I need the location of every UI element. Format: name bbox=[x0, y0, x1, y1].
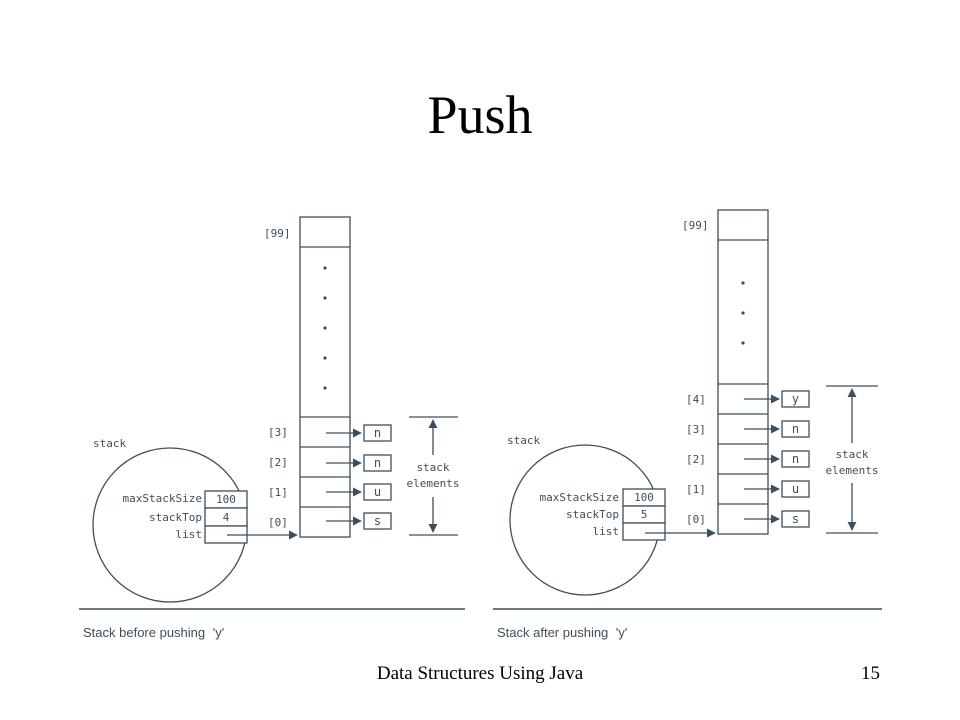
after-index-label: [3] bbox=[686, 423, 706, 436]
before-element-boxes bbox=[363, 424, 392, 530]
after-ellipsis-dot bbox=[741, 281, 745, 285]
before-index-label: [1] bbox=[268, 486, 288, 499]
after-element-arrows bbox=[744, 394, 780, 524]
before-element-box bbox=[363, 483, 392, 501]
after-panel: [99] [4] [3] [2] [1] [0] bbox=[493, 209, 882, 640]
before-caption: Stack before pushing 'y' bbox=[83, 625, 224, 640]
after-element-values: y n n u s bbox=[792, 392, 799, 526]
after-element-box bbox=[781, 390, 810, 408]
before-element-arrows bbox=[326, 428, 362, 526]
before-element-box bbox=[363, 512, 392, 530]
after-element-box bbox=[781, 420, 810, 438]
after-element-box bbox=[781, 480, 810, 498]
after-range-label: stack elements bbox=[826, 448, 879, 477]
before-field-value: 4 bbox=[223, 511, 230, 524]
after-range-label-line: stack bbox=[835, 448, 868, 461]
before-element-value: n bbox=[374, 456, 381, 470]
after-ellipsis-dot bbox=[741, 341, 745, 345]
before-ellipsis-dot bbox=[323, 266, 327, 270]
after-index-label: [4] bbox=[686, 393, 706, 406]
before-field-label: maxStackSize bbox=[123, 492, 202, 505]
after-ellipsis-dot bbox=[741, 311, 745, 315]
before-range-label-line: stack bbox=[416, 461, 449, 474]
after-element-value: n bbox=[792, 422, 799, 436]
before-ellipsis-dots bbox=[323, 266, 327, 390]
after-field-labels: maxStackSize stackTop list bbox=[540, 491, 619, 538]
before-ellipsis-dot bbox=[323, 296, 327, 300]
after-element-box bbox=[781, 450, 810, 468]
after-index-labels: [4] [3] [2] [1] [0] bbox=[686, 393, 706, 526]
before-index-label: [2] bbox=[268, 456, 288, 469]
before-range-label: stack elements bbox=[407, 461, 460, 490]
after-stack-label: stack bbox=[507, 434, 540, 447]
after-field-label: maxStackSize bbox=[540, 491, 619, 504]
after-field-box bbox=[622, 522, 666, 541]
before-field-boxes bbox=[204, 490, 248, 544]
before-field-value: 100 bbox=[216, 493, 236, 506]
after-index-label: [1] bbox=[686, 483, 706, 496]
before-caption-text: Stack before pushing bbox=[83, 625, 209, 640]
after-field-value: 5 bbox=[641, 508, 648, 521]
before-stack-label: stack bbox=[93, 437, 126, 450]
after-element-value: y bbox=[792, 392, 799, 406]
after-range-bracket bbox=[826, 385, 878, 534]
after-field-label: stackTop bbox=[566, 508, 619, 521]
before-ellipsis-dot bbox=[323, 356, 327, 360]
before-index-labels: [3] [2] [1] [0] bbox=[268, 426, 288, 529]
before-element-value: s bbox=[374, 514, 381, 528]
slide-footer: Data Structures Using Java bbox=[376, 663, 584, 684]
after-index-label: [2] bbox=[686, 453, 706, 466]
before-field-label: stackTop bbox=[149, 511, 202, 524]
after-field-values: 100 5 bbox=[634, 491, 654, 521]
after-top-index-label: [99] bbox=[682, 219, 709, 232]
after-ellipsis-dots bbox=[741, 281, 745, 345]
after-array-outline bbox=[717, 209, 769, 535]
before-range-label-line: elements bbox=[407, 477, 460, 490]
before-index-label: [3] bbox=[268, 426, 288, 439]
after-element-boxes bbox=[781, 390, 810, 528]
before-element-box bbox=[363, 454, 392, 472]
after-array bbox=[717, 209, 769, 535]
after-index-label: [0] bbox=[686, 513, 706, 526]
after-range-label-line: elements bbox=[826, 464, 879, 477]
slide-title: Push bbox=[427, 85, 533, 145]
before-field-label: list bbox=[176, 528, 203, 541]
after-caption-text: Stack after pushing bbox=[497, 625, 612, 640]
after-field-value: 100 bbox=[634, 491, 654, 504]
before-ellipsis-dot bbox=[323, 326, 327, 330]
page-number: 15 bbox=[861, 663, 880, 684]
before-array bbox=[299, 216, 351, 538]
before-field-values: 100 4 bbox=[216, 493, 236, 524]
before-element-value: u bbox=[374, 485, 381, 499]
before-caption-code: 'y' bbox=[213, 625, 224, 640]
before-element-value: n bbox=[374, 426, 381, 440]
before-element-box bbox=[363, 424, 392, 442]
after-element-value: n bbox=[792, 452, 799, 466]
after-caption-code: 'y' bbox=[616, 625, 627, 640]
before-index-label: [0] bbox=[268, 516, 288, 529]
before-field-labels: maxStackSize stackTop list bbox=[123, 492, 202, 541]
after-field-boxes bbox=[622, 488, 666, 541]
after-element-box bbox=[781, 510, 810, 528]
before-range-bracket bbox=[409, 416, 458, 536]
after-element-value: u bbox=[792, 482, 799, 496]
after-caption: Stack after pushing 'y' bbox=[497, 625, 627, 640]
before-array-outline bbox=[299, 216, 351, 538]
before-ellipsis-dot bbox=[323, 386, 327, 390]
before-element-values: n n u s bbox=[374, 426, 381, 528]
after-field-label: list bbox=[593, 525, 620, 538]
before-panel: [99] [3] [2] [1] [0] n n bbox=[79, 216, 465, 640]
before-top-index-label: [99] bbox=[264, 227, 291, 240]
after-element-value: s bbox=[792, 512, 799, 526]
